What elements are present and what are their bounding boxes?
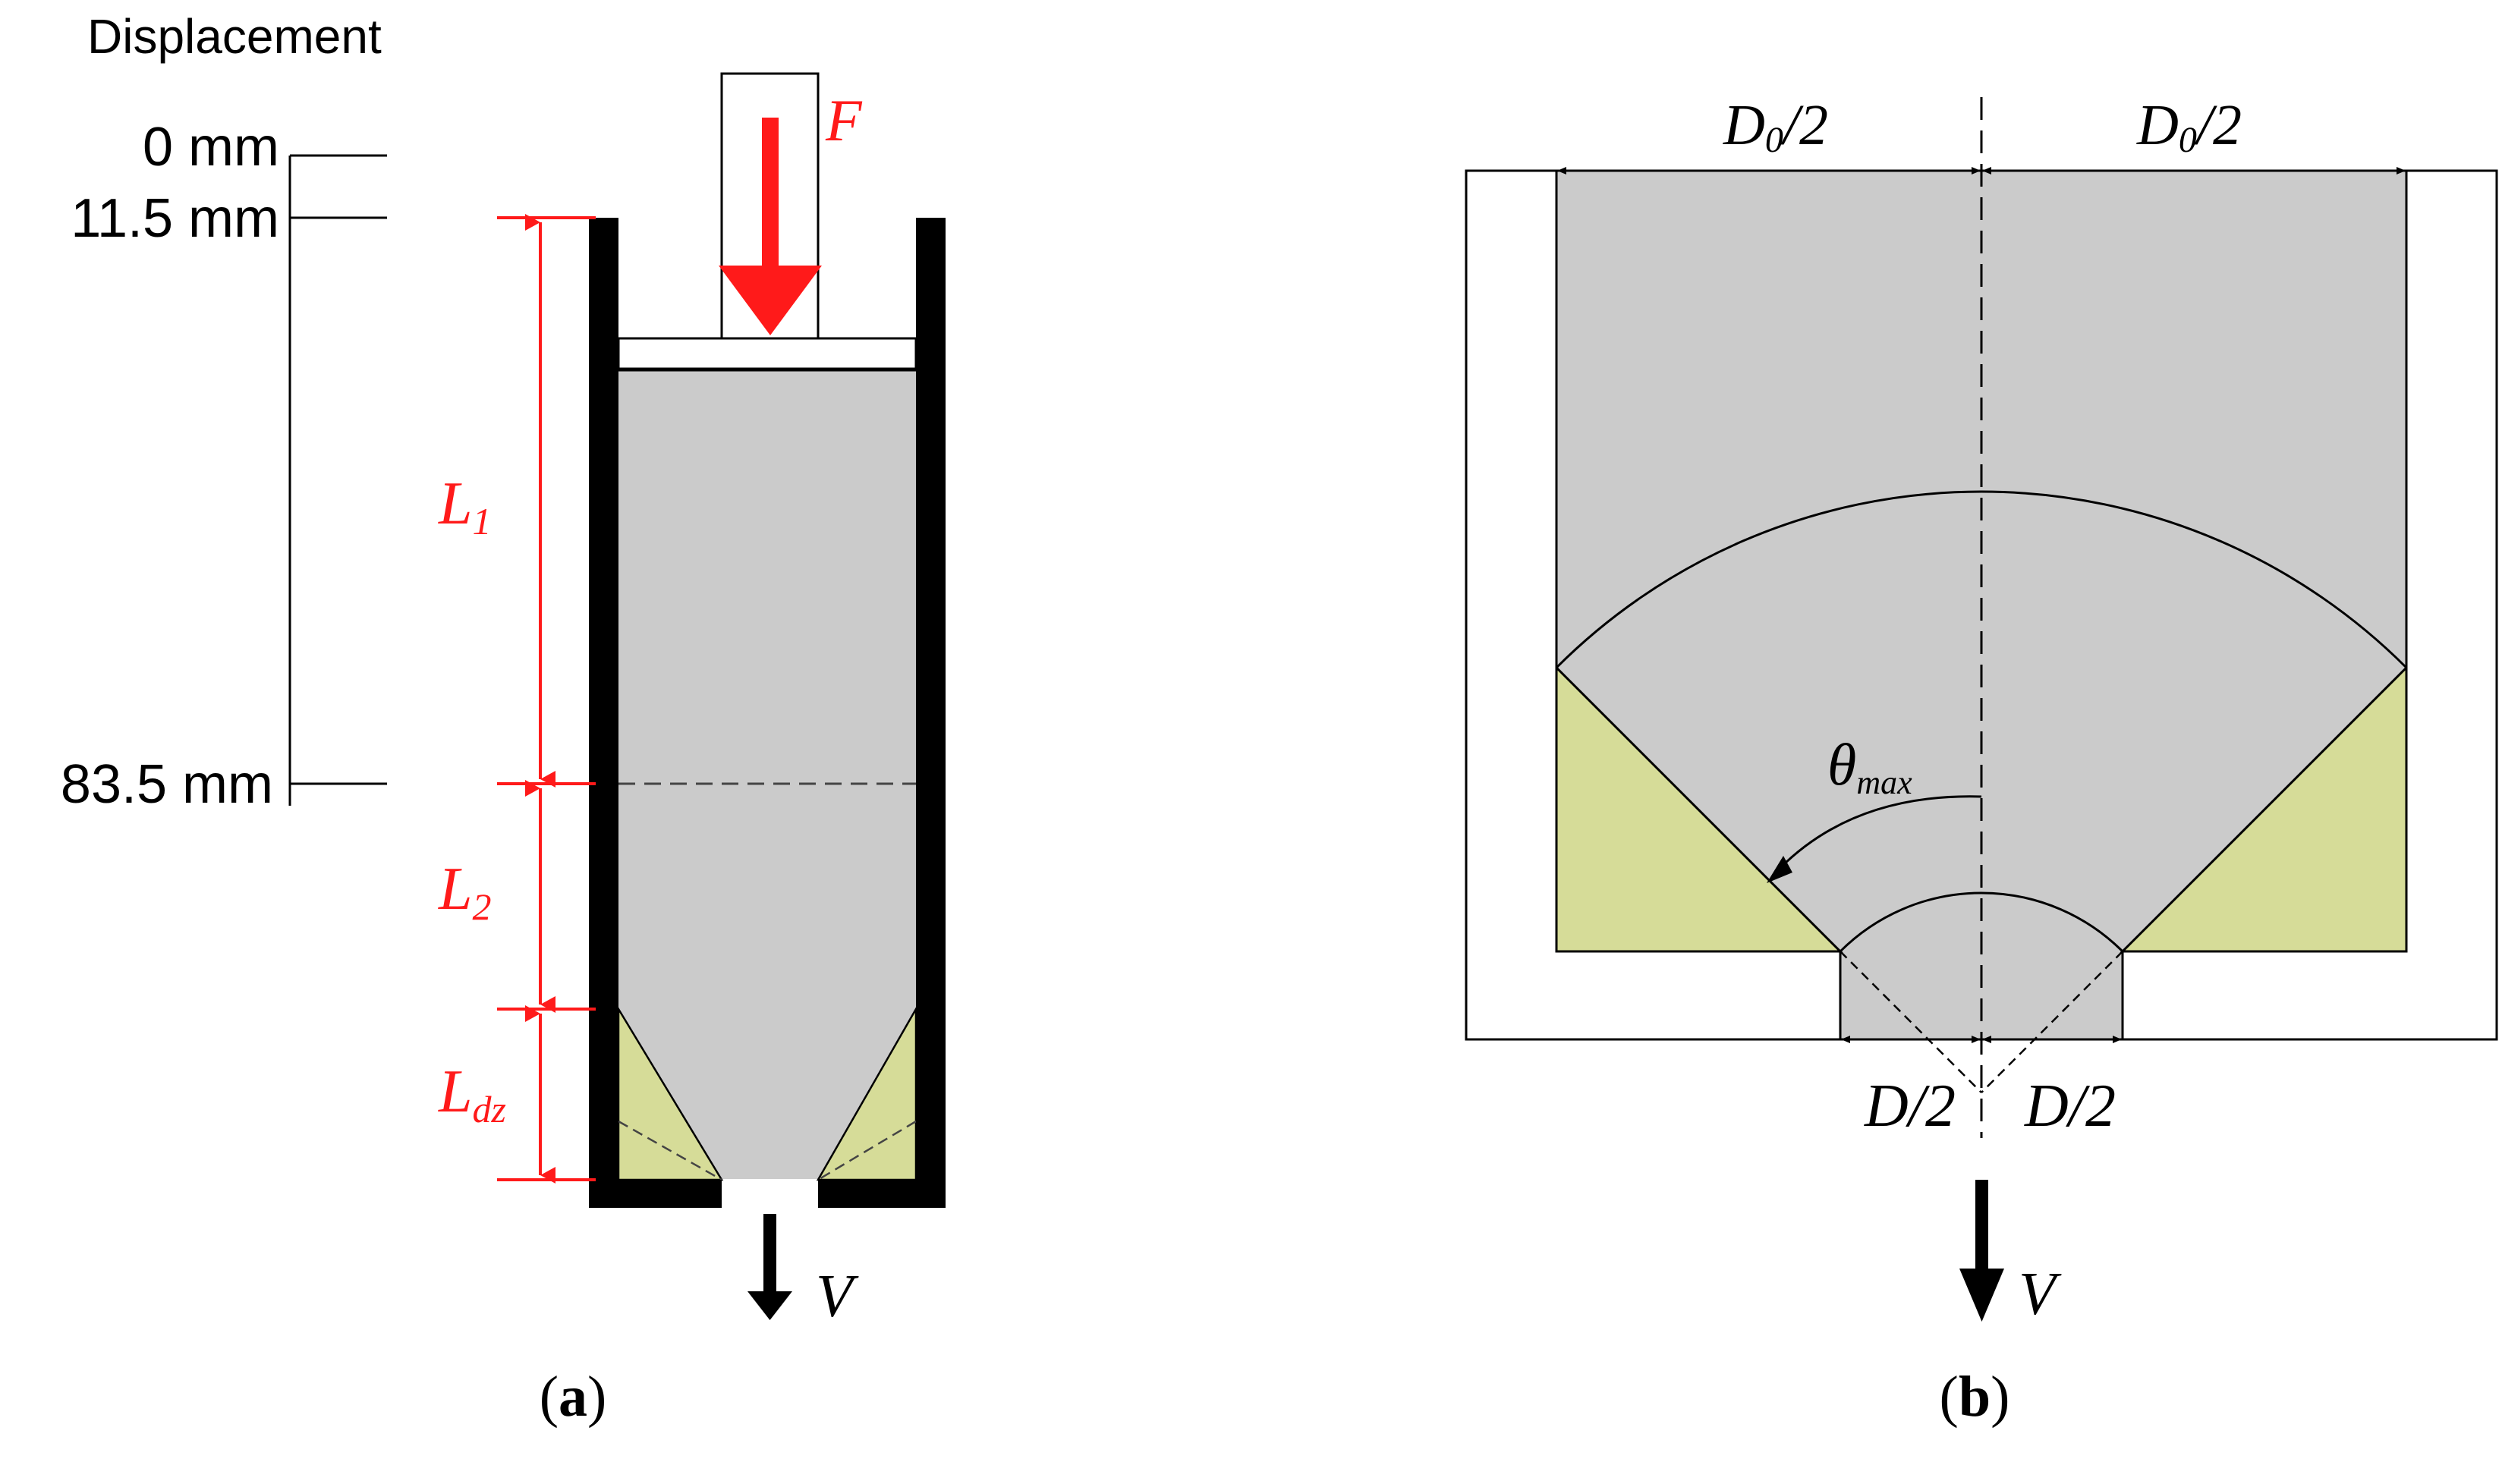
length-dimension-chain	[497, 214, 596, 1184]
velocity-label-b: V	[2019, 1261, 2062, 1328]
outer-arc	[1555, 490, 2408, 669]
container-left-wall	[589, 218, 722, 1208]
theta-max-label: θmax	[1827, 731, 1912, 801]
panel-b: D0/2 D0/2 D/2 D/2 θmax V (b)	[1465, 93, 2498, 1429]
tick-label-83-5mm: 83.5 mm	[61, 754, 273, 815]
billet-material	[618, 368, 916, 1208]
inner-arc	[1839, 891, 2124, 953]
cone-dash-left	[1840, 951, 1982, 1093]
top-dim-label-right: D0/2	[2136, 93, 2242, 160]
dummy-block	[617, 337, 917, 370]
theta-max-arc	[1774, 795, 1982, 874]
length-label-l1: L1	[438, 470, 492, 542]
dead-zone-right-dash	[817, 1120, 917, 1181]
dead-zone-left-dash	[618, 1120, 722, 1181]
caption-a: (a)	[540, 1365, 607, 1429]
top-dim-label-left: D0/2	[1723, 93, 1828, 160]
dead-zone-right-b	[2120, 665, 2408, 953]
displacement-title: Displacement	[87, 9, 382, 64]
force-arrow	[719, 118, 822, 335]
velocity-arrow-b	[1959, 1180, 2004, 1322]
theta-max-arrowhead	[1767, 856, 1792, 883]
tick-label-11-5mm: 11.5 mm	[71, 188, 279, 249]
bottom-dim-label-left: D/2	[1864, 1073, 1956, 1140]
bottom-dim-label-right: D/2	[2024, 1073, 2116, 1140]
force-label: F	[825, 87, 863, 153]
container-right-wall	[818, 218, 946, 1208]
panel-a: Displacement 0 mm 11.5 mm 83.5 mm F	[61, 9, 946, 1429]
velocity-arrow-a	[747, 1214, 792, 1320]
caption-b: (b)	[1940, 1365, 2010, 1429]
tick-label-0mm: 0 mm	[143, 117, 279, 178]
velocity-label-a: V	[816, 1263, 859, 1330]
length-label-l2: L2	[438, 856, 492, 928]
length-label-ldz: Ldz	[438, 1058, 506, 1130]
cone-dash-right	[1981, 951, 2123, 1093]
